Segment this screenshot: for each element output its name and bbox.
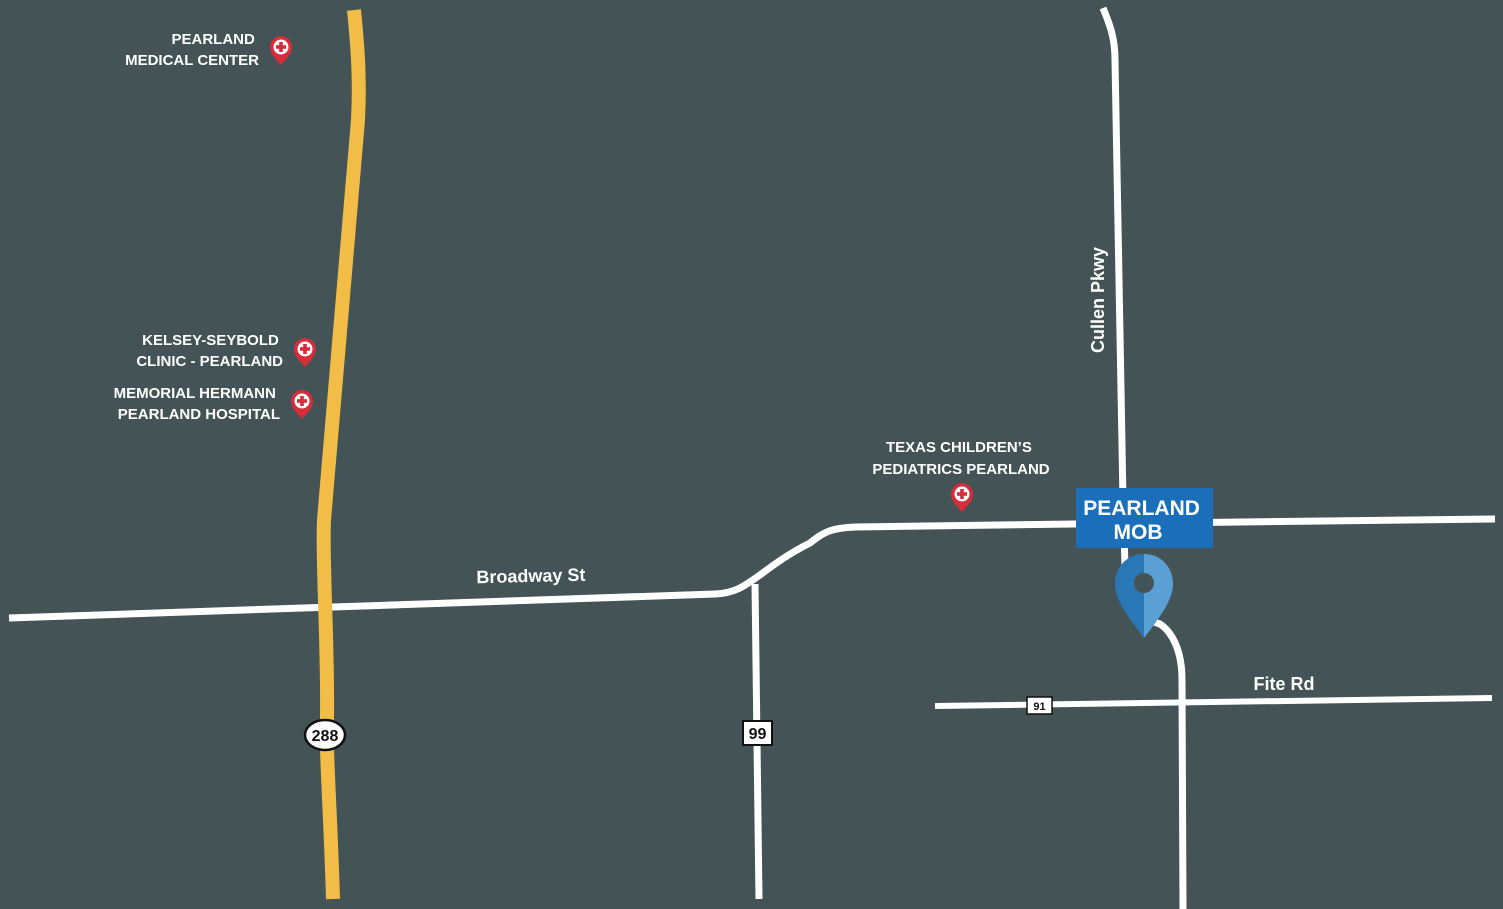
poi-kelsey-seybold-clinic[interactable]: KELSEY-SEYBOLD CLINIC - PEARLAND [136, 332, 316, 370]
medical-cross-pin-icon [294, 338, 316, 367]
poi-memorial-hermann-hospital[interactable]: MEMORIAL HERMANN PEARLAND HOSPITAL [114, 385, 313, 423]
broadway-st-road [8, 515, 1496, 622]
cullen-pkwy-label: Cullen Pkwy [1088, 247, 1108, 353]
poi-memorial-hermann-hospital-label: MEMORIAL HERMANN PEARLAND HOSPITAL [114, 385, 280, 423]
sh288-shield: 288 [303, 718, 347, 752]
location-pin-icon [1115, 554, 1173, 638]
poi-texas-childrens-pediatrics[interactable]: TEXAS CHILDREN’S PEDIATRICS PEARLAND [872, 439, 1050, 512]
fm91-shield: 91 [1026, 696, 1053, 715]
medical-cross-pin-icon [270, 36, 292, 65]
poi-kelsey-seybold-clinic-label: KELSEY-SEYBOLD CLINIC - PEARLAND [136, 332, 283, 370]
roads-layer [8, 6, 1496, 909]
destination-pearland-mob[interactable]: PEARLAND MOB [1076, 488, 1213, 638]
fite-rd-road [934, 695, 1493, 709]
cullen-pkwy-road [1099, 6, 1187, 909]
medical-cross-pin-icon [951, 483, 973, 512]
fm99-shield: 99 [742, 720, 773, 746]
broadway-st-label: Broadway St [476, 565, 585, 587]
fite-rd-label: Fite Rd [1254, 674, 1315, 694]
poi-texas-childrens-pediatrics-label: TEXAS CHILDREN’S PEDIATRICS PEARLAND [872, 439, 1049, 478]
sh288-highway [316, 9, 366, 900]
sh288-shield-number: 288 [312, 728, 339, 745]
medical-cross-pin-icon [291, 390, 313, 419]
poi-pearland-medical-center-label: PEARLAND MEDICAL CENTER [125, 31, 259, 69]
fm91-shield-number: 91 [1033, 701, 1045, 713]
destination-label-box [1076, 488, 1213, 548]
poi-pearland-medical-center[interactable]: PEARLAND MEDICAL CENTER [125, 31, 292, 69]
fm99-shield-number: 99 [749, 726, 767, 743]
destination-label: PEARLAND MOB [1083, 497, 1206, 544]
